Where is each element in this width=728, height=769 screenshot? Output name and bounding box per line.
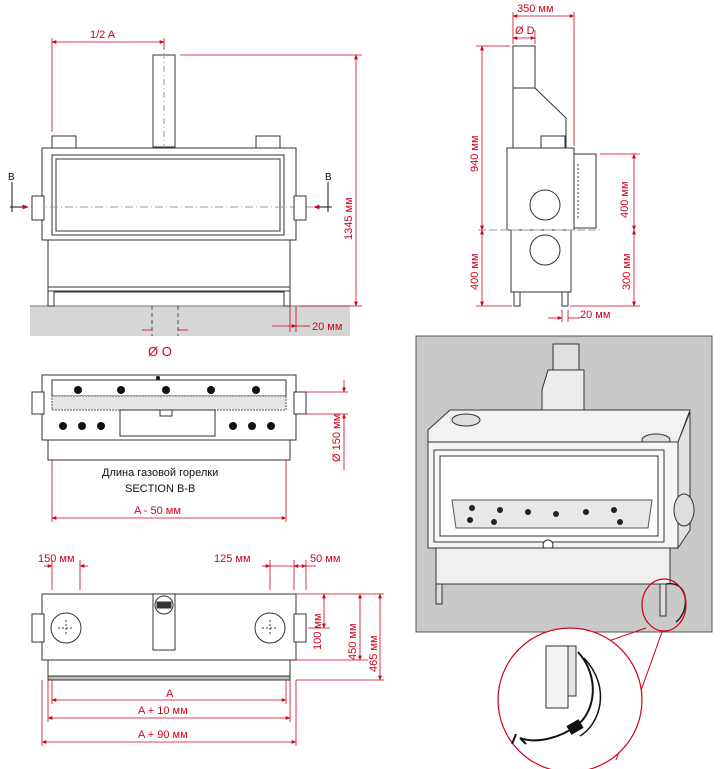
dim-125: 125 мм — [214, 553, 251, 565]
dim-half-width: 1/2 A — [90, 29, 116, 41]
dim-465: 465 мм — [368, 635, 380, 672]
dim-depth: 350 мм — [517, 3, 554, 15]
side-spigot-circle — [529, 189, 561, 221]
top-view — [31, 593, 307, 681]
dim-300: 300 мм — [621, 253, 633, 290]
dim-flue-front: Ø O — [148, 344, 172, 359]
section-caption-title: SECTION B-B — [125, 483, 195, 495]
side-view — [478, 45, 600, 307]
fireplace-render-icon — [415, 335, 713, 633]
dim-a-plus-10: A + 10 мм — [138, 705, 188, 717]
floor — [30, 306, 350, 336]
dim-150: 150 мм — [38, 553, 75, 565]
dim-total-height: 1345 мм — [343, 197, 355, 240]
dim-50: 50 мм — [310, 553, 340, 565]
top-dimensions — [41, 560, 384, 746]
side-view-dimensions — [476, 12, 640, 322]
front-view — [10, 40, 350, 336]
dim-450: 450 мм — [347, 623, 359, 660]
dim-leg-offset: 20 мм — [312, 321, 342, 333]
dim-400-bottom: 400 мм — [469, 253, 481, 290]
section-mark-left: B — [8, 172, 15, 183]
side-flue — [512, 45, 536, 89]
dim-a-plus-90: A + 90 мм — [138, 729, 188, 741]
dim-a-minus-50: A - 50 мм — [134, 505, 181, 517]
top-spigot-right — [254, 612, 286, 644]
section-caption-burner: Длина газовой горелки — [102, 467, 218, 479]
dim-100: 100 мм — [312, 613, 324, 650]
glass-frame — [51, 154, 285, 236]
burner-holes — [59, 376, 275, 430]
power-cable-detail-icon — [497, 627, 663, 769]
section-mark-right: B — [325, 172, 332, 183]
firebox-body — [41, 147, 297, 241]
dim-400-top: 400 мм — [619, 181, 631, 218]
dim-20-side: 20 мм — [580, 309, 610, 321]
dim-940: 940 мм — [469, 135, 481, 172]
side-body — [506, 147, 575, 231]
top-spigot-left — [50, 612, 82, 644]
section-dimensions — [51, 380, 348, 522]
front-view-dimensions — [51, 38, 362, 332]
dim-a: A — [166, 688, 174, 700]
dim-flue-side: Ø D — [515, 25, 535, 37]
dim-spigot-diameter: Ø 150 мм — [331, 414, 343, 462]
